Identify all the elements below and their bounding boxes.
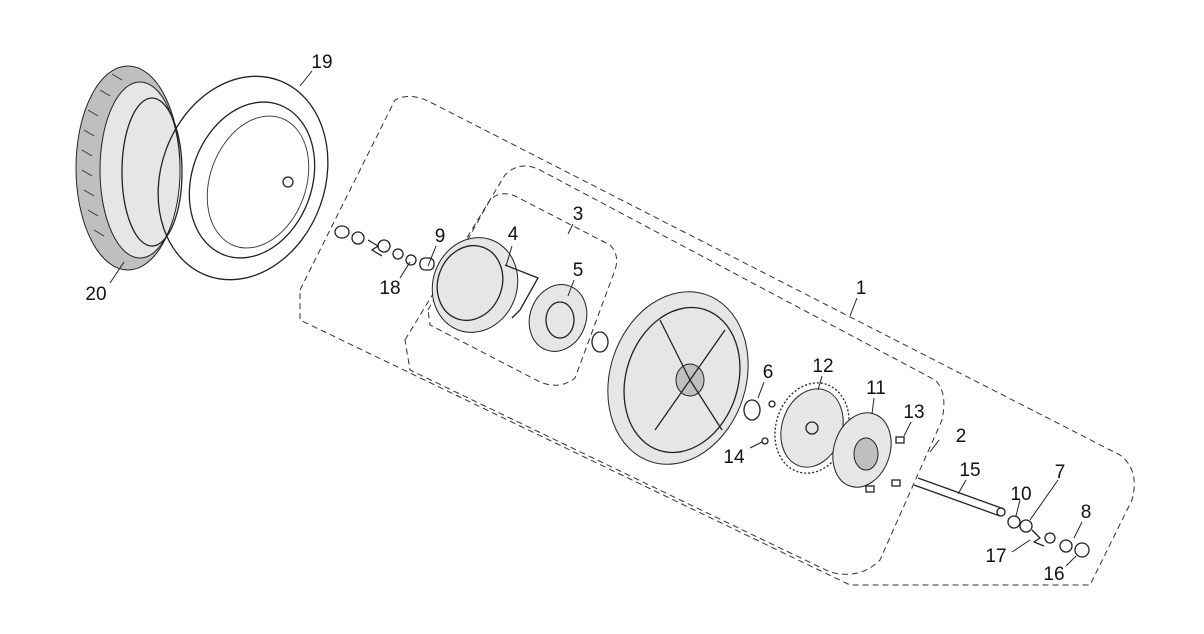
left-axle-hardware [334, 225, 435, 271]
axle-part-15 [913, 477, 1006, 517]
callout-1: 1 [856, 278, 867, 299]
callout-11: 11 [866, 378, 886, 399]
bearing [591, 331, 609, 353]
right-axle-hardware [1007, 515, 1090, 558]
group-1-outline [299, 96, 1135, 586]
callout-5: 5 [573, 260, 584, 281]
callout-8: 8 [1081, 502, 1092, 523]
tire-part-20 [75, 65, 183, 271]
washer-part-6 [743, 399, 761, 421]
callout-9: 9 [435, 226, 446, 247]
leader-lines [109, 70, 1083, 567]
group-2-outline [404, 165, 945, 575]
brake-drum-part-4 [431, 237, 539, 333]
callout-4: 4 [508, 224, 519, 245]
callout-3: 3 [573, 204, 584, 225]
callout-18: 18 [379, 278, 400, 299]
callout-20: 20 [85, 284, 106, 305]
callout-19: 19 [311, 52, 332, 73]
callout-13: 13 [903, 402, 924, 423]
nuts-part-14 [761, 400, 776, 445]
group-3-outline [427, 193, 618, 386]
callout-6: 6 [763, 362, 774, 383]
callout-12: 12 [812, 356, 833, 377]
wheel-rim [607, 291, 749, 465]
callout-labels: 19 20 9 4 3 5 18 1 6 12 11 13 14 2 15 10… [85, 52, 1091, 585]
callout-7: 7 [1055, 462, 1066, 483]
callout-15: 15 [959, 460, 980, 481]
bearing-hub-part-5 [528, 284, 588, 352]
sprocket-adapter-part-11 [832, 412, 892, 488]
callout-14: 14 [723, 447, 745, 468]
callout-2: 2 [956, 426, 967, 447]
callout-10: 10 [1010, 484, 1031, 505]
rim-band-part-19 [157, 75, 329, 281]
bolts-part-13 [865, 436, 905, 493]
callout-16: 16 [1043, 564, 1064, 585]
callout-17: 17 [985, 546, 1006, 567]
